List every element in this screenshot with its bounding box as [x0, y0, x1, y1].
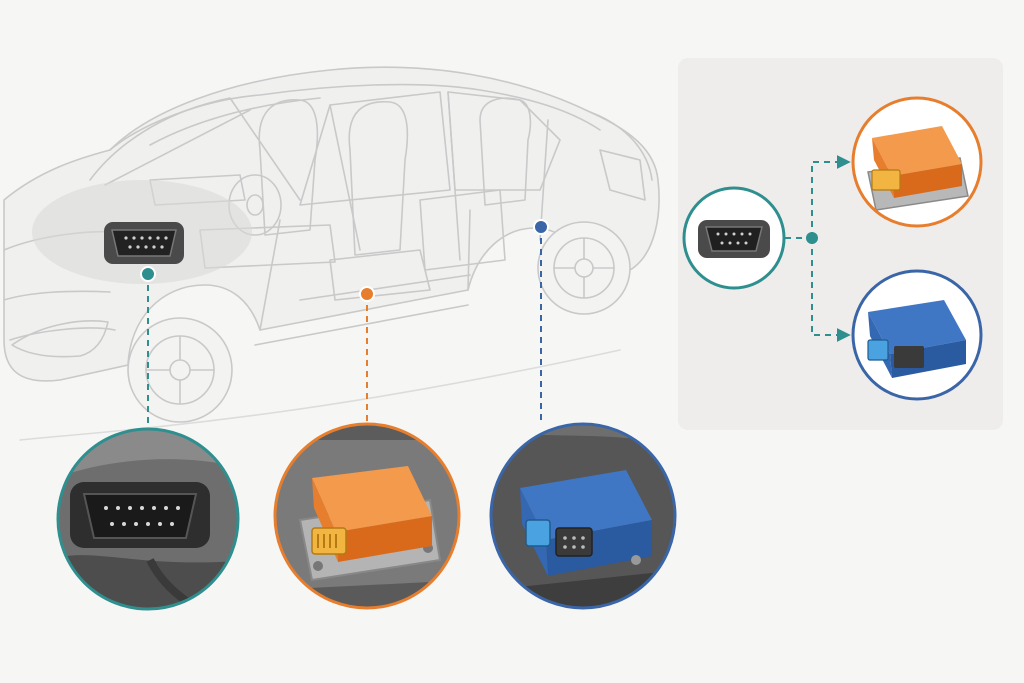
detail-orange-module [273, 422, 461, 610]
panel-junction-dot [806, 232, 818, 244]
callout-line-blue [533, 219, 549, 424]
summary-panel [678, 58, 1003, 430]
detail-obd-port [56, 427, 240, 611]
detail-blue-module [489, 422, 677, 610]
car-illustration [3, 66, 660, 441]
callout-line-orange [359, 286, 375, 424]
panel-obd2-connector-icon [682, 186, 786, 290]
panel-orange-control-module-icon [851, 96, 983, 228]
callout-line-obd [140, 266, 156, 428]
car-obd-connector [104, 222, 184, 264]
panel-blue-control-module-icon [851, 269, 983, 401]
